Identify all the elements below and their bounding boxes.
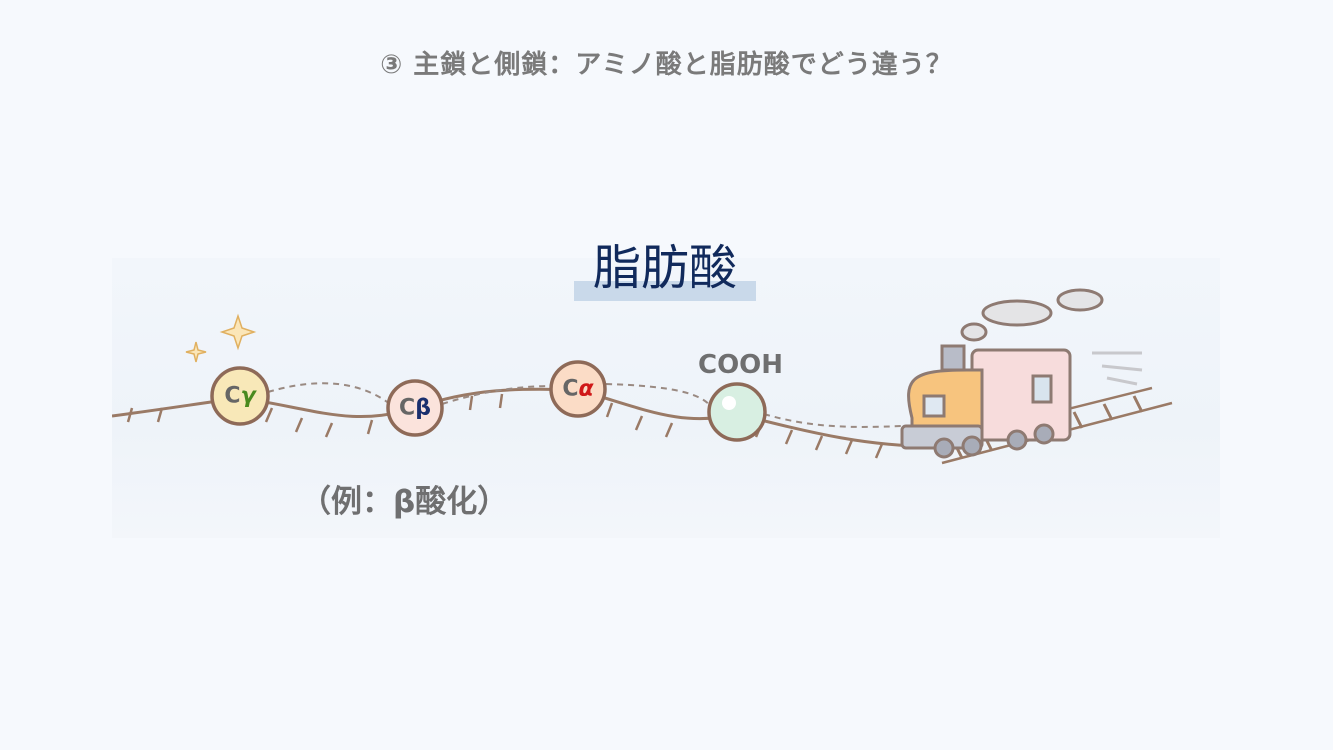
gamma-symbol: γ: [240, 383, 256, 409]
carbon-gamma-label: Cγ: [224, 384, 255, 409]
carbon-beta-label: Cβ: [399, 396, 431, 421]
fatty-acid-heading: 脂肪酸: [592, 240, 737, 296]
carbon-gamma-ball: [210, 366, 270, 426]
carbon-alpha-ball: [549, 360, 607, 418]
sparkle-icons: [185, 313, 257, 363]
carbon-symbol: C: [562, 376, 579, 402]
carbon-symbol: C: [224, 383, 241, 409]
carbon-symbol: C: [399, 395, 416, 421]
slide-title: ③ 主鎖と側鎖：アミノ酸と脂肪酸でどう違う？: [380, 50, 953, 80]
dashed-bonds: [267, 382, 903, 428]
carbon-beta-ball: [386, 379, 444, 437]
example-label: （例：β酸化）: [300, 484, 509, 520]
beta-symbol: β: [415, 395, 431, 421]
cooh-label: COOH: [698, 350, 784, 380]
train-icon: [900, 288, 1143, 459]
train-track-illustration: [112, 258, 1220, 538]
alpha-symbol: α: [578, 376, 594, 402]
heading-highlight: [574, 281, 756, 301]
carbon-alpha-label: Cα: [562, 377, 593, 402]
cooh-ball: [707, 382, 767, 442]
